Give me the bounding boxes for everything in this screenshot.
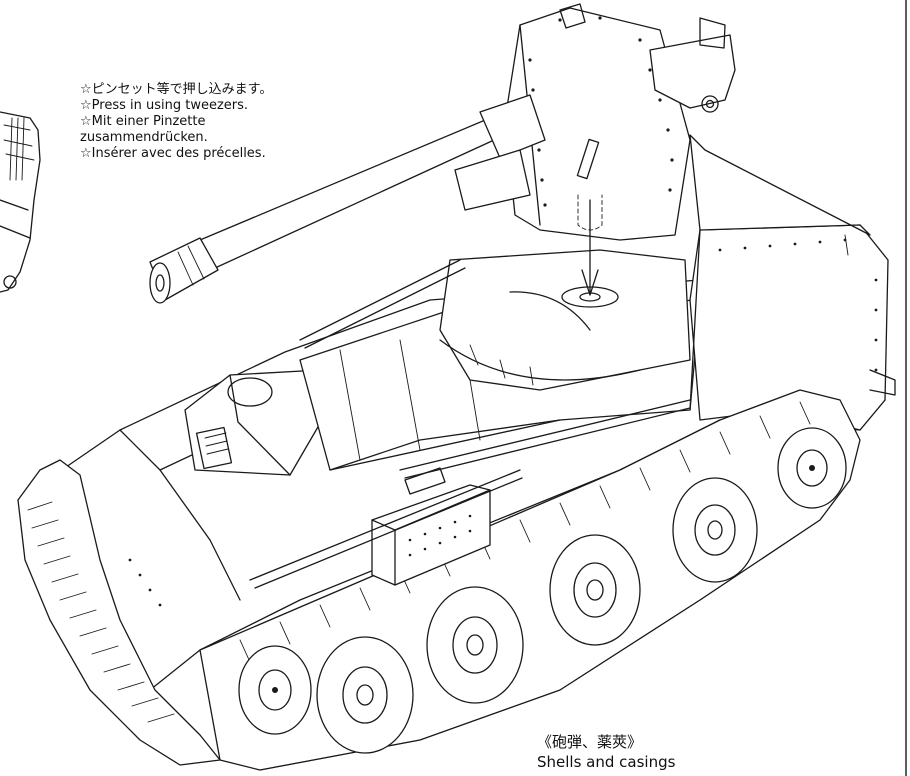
inset-detail-drawing: [0, 111, 41, 293]
stowage-box: [371, 467, 491, 586]
caption-title-japanese: 《砲弾、薬莢》: [537, 733, 643, 751]
hull-rivets: [128, 238, 878, 607]
gun-sight: [559, 3, 736, 113]
idler-wheel: [777, 427, 847, 509]
tweezers-instruction-note: ☆ピンセット等で押し込みます。 ☆Press in using tweezers…: [80, 82, 320, 162]
note-line-german-2: zusammendrücken.: [80, 130, 208, 145]
road-wheels: [238, 427, 847, 754]
road-wheel: [316, 636, 414, 754]
gun-mount-base: [439, 249, 691, 391]
note-line-french: ☆Insérer avec des précelles.: [80, 146, 266, 161]
front-track: [17, 459, 221, 766]
note-line-english: ☆Press in using tweezers.: [80, 98, 249, 113]
shells-and-casings-caption: 《砲弾、薬莢》 Shells and casings: [537, 732, 675, 772]
main-gun: [149, 94, 546, 304]
superstructure: [689, 134, 896, 431]
deck-tools: [249, 259, 691, 589]
road-wheel: [672, 477, 758, 583]
note-line-german-1: ☆Mit einer Pinzette: [80, 114, 206, 129]
box-rivets: [408, 514, 472, 557]
note-line-japanese: ☆ピンセット等で押し込みます。: [80, 82, 273, 97]
road-wheel: [549, 534, 641, 646]
caption-subtitle-english: Shells and casings: [537, 753, 676, 771]
drive-sprocket: [238, 645, 312, 735]
road-wheel: [426, 586, 524, 704]
